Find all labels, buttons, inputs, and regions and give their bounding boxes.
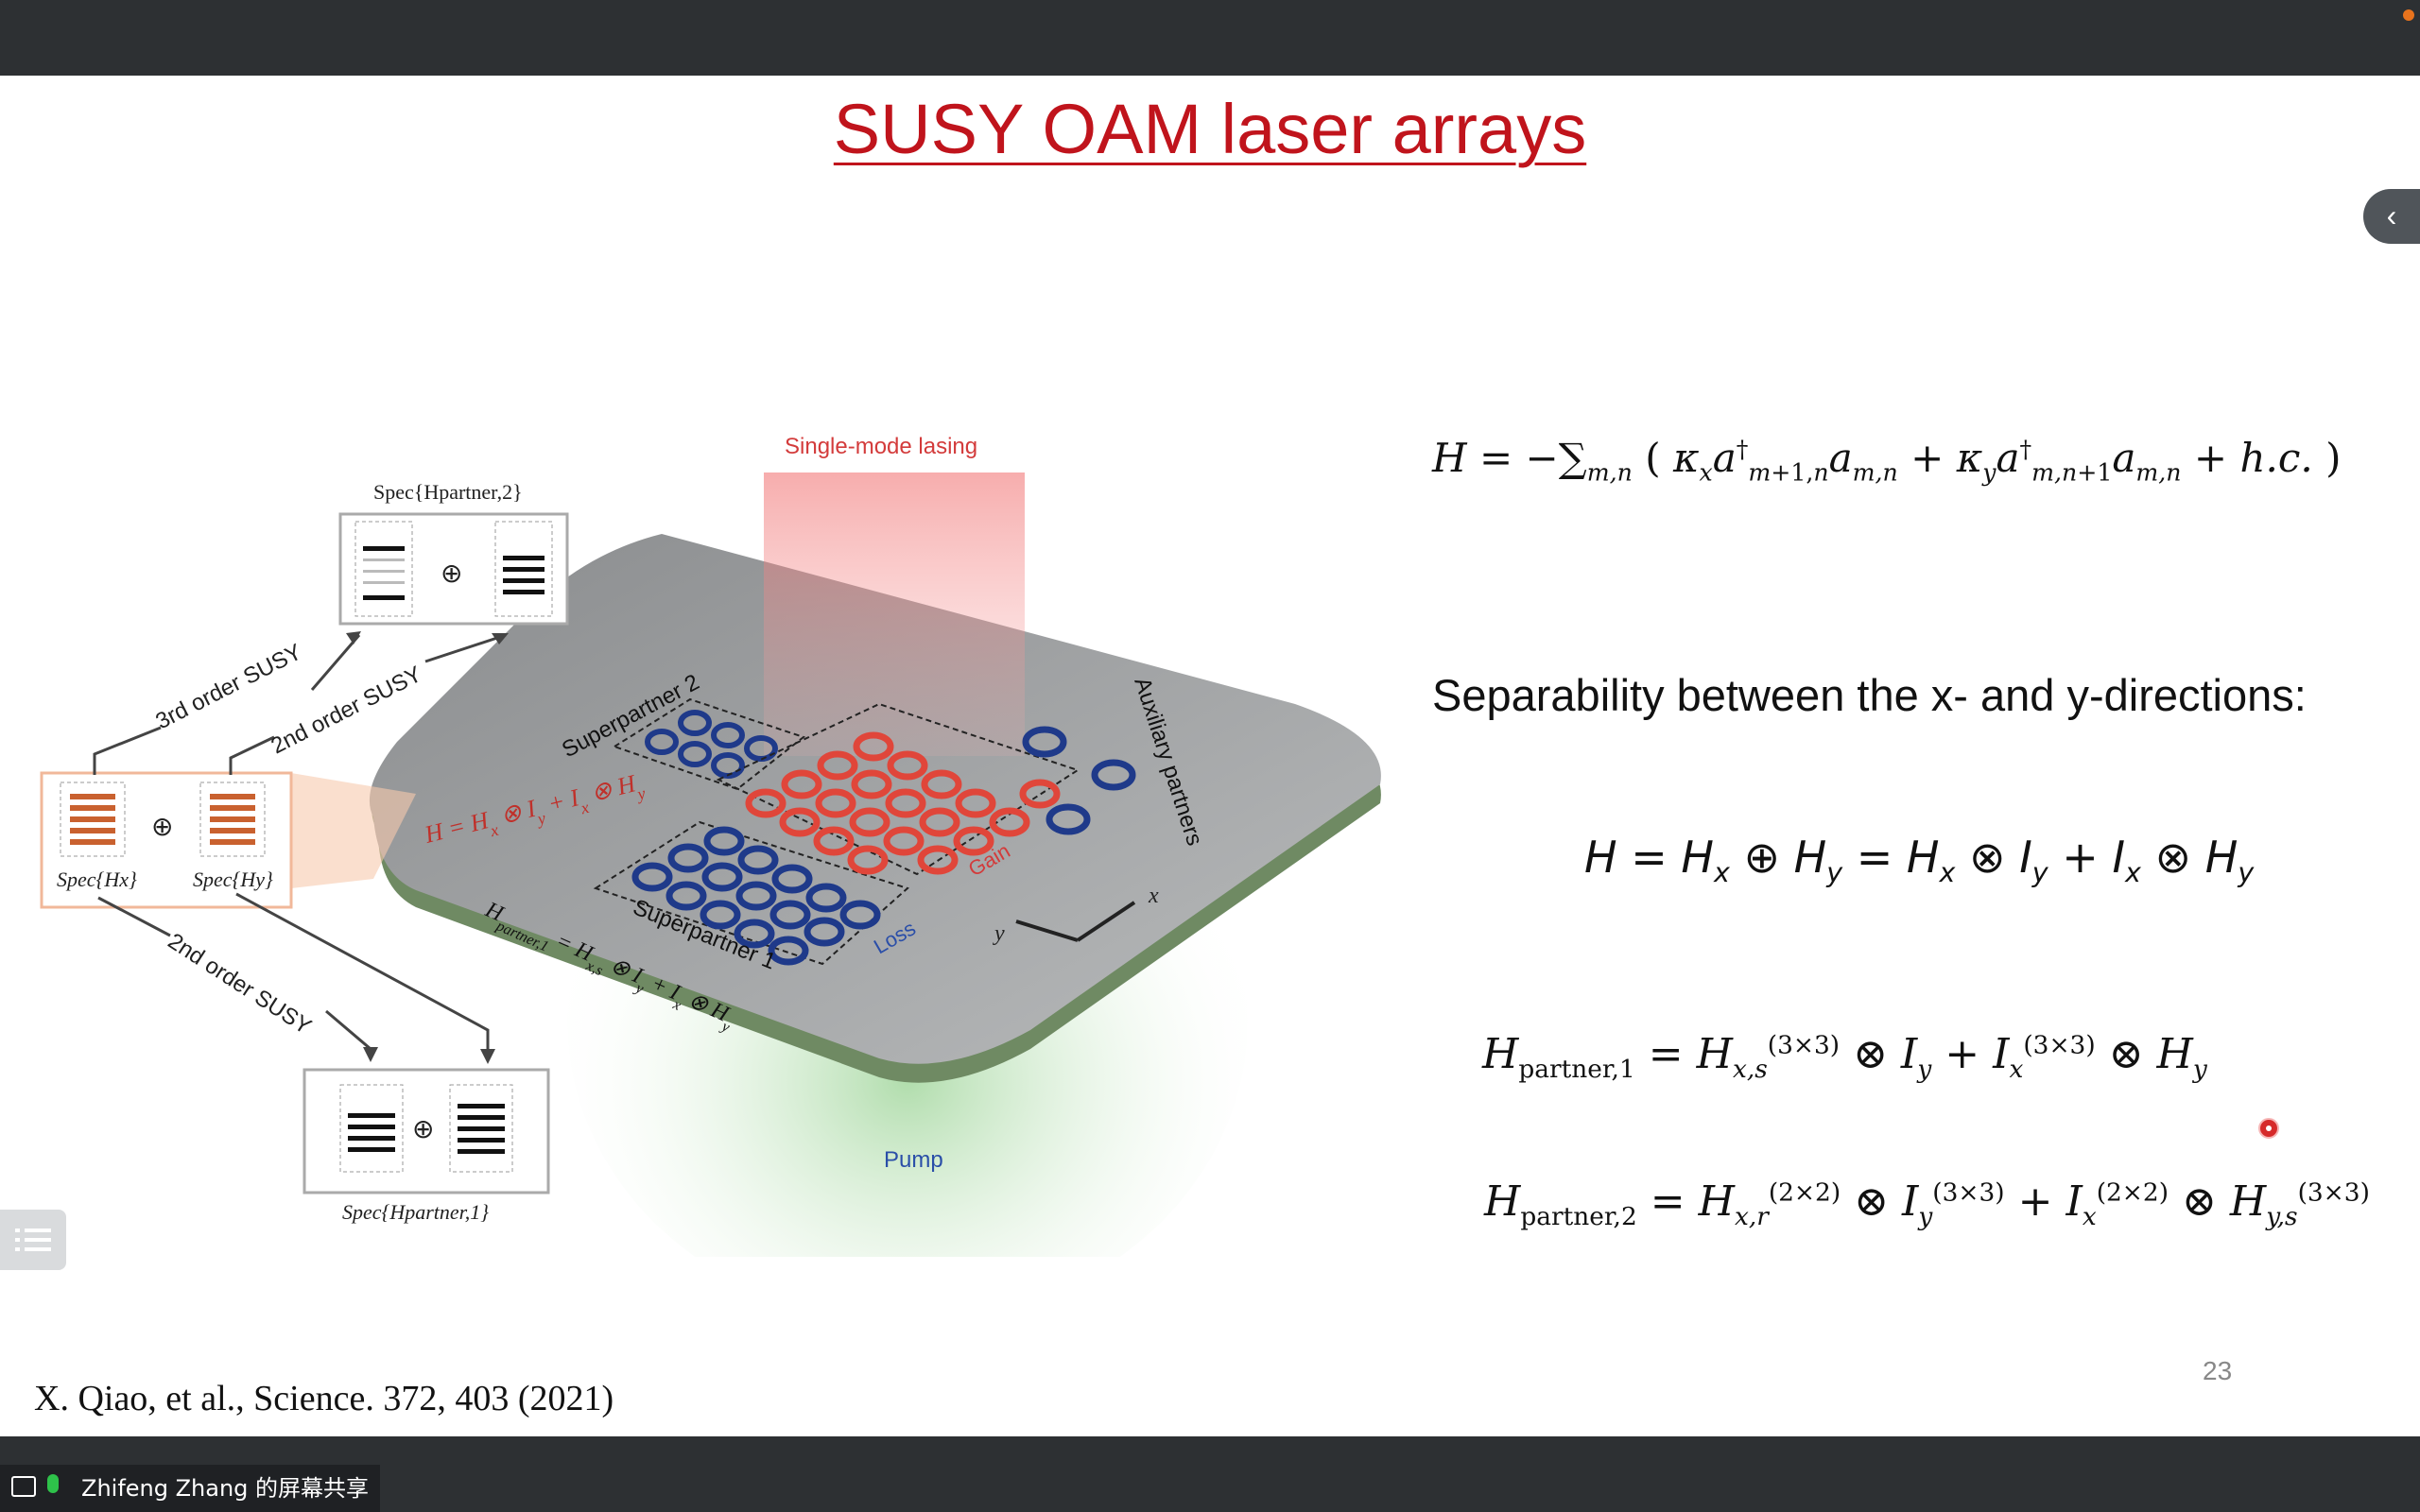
gain-region: [716, 702, 1080, 876]
zoom-cone: [291, 773, 416, 888]
recording-indicator-icon: [2403, 9, 2414, 21]
oplus-symbol: ⊕: [412, 1113, 434, 1144]
screen-share-label[interactable]: Zhifeng Zhang 的屏幕共享: [0, 1465, 381, 1512]
microphone-icon: [47, 1474, 59, 1493]
auxiliary-rings: [1022, 726, 1136, 835]
slide-list-button[interactable]: [0, 1210, 66, 1270]
spec-hx-hy-box: ⊕ Spec{Hx} Spec{Hy}: [40, 771, 293, 909]
pump-label: Pump: [884, 1147, 943, 1173]
separability-text: Separability between the x- and y-direct…: [1432, 670, 2307, 720]
plate-surface: [369, 534, 1381, 1064]
spec-partner1-label: Spec{Hpartner,1}: [342, 1200, 489, 1224]
page-number: 23: [2203, 1356, 2233, 1385]
collapse-panel-button[interactable]: ‹: [2363, 189, 2420, 244]
susy-laser-array-figure: x y Single-mode lasing Pump Superpartner…: [40, 434, 1381, 1257]
h-partner2-equation: Hpartner,2 = Hx,r(2×2) ⊗ Iy(3×3) + Ix(2×…: [1484, 1177, 2370, 1231]
meeting-bottom-bar: [0, 1436, 2420, 1512]
oplus-symbol: ⊕: [151, 811, 173, 842]
single-mode-label: Single-mode lasing: [785, 434, 977, 459]
spec-hy-label: Spec{Hy}: [193, 868, 273, 891]
superpartner1-region: [593, 820, 909, 966]
superpartner2-region: [612, 697, 806, 791]
laser-pointer: [2258, 1118, 2279, 1139]
superpartner1-rings: [631, 826, 881, 966]
spec-hx-label: Spec{Hx}: [57, 868, 137, 891]
arrow-heads: [346, 631, 509, 1064]
spec-partner2-box: ⊕ Spec{Hpartner,2}: [338, 480, 569, 626]
axis-x-label: x: [1148, 884, 1159, 908]
oplus-symbol: ⊕: [441, 558, 462, 589]
h-partner1-equation: Hpartner,1 = Hx,s(3×3) ⊗ Iy + Ix(3×3) ⊗ …: [1482, 1030, 2207, 1084]
meeting-top-bar: [0, 0, 2420, 76]
gain-rings: [745, 731, 1061, 875]
citation: X. Qiao, et al., Science. 372, 403 (2021…: [34, 1379, 614, 1418]
hamiltonian-equation: H = −∑m,n ( κxa†m+1,nam,n + κya†m,n+1am,…: [1432, 435, 2342, 487]
screen-share-icon: [11, 1476, 36, 1497]
spec-partner2-label: Spec{Hpartner,2}: [373, 480, 523, 504]
presentation-slide: SUSY OAM laser arrays ‹: [0, 76, 2420, 1436]
axes-icon: [1015, 901, 1136, 942]
lasing-beam: [764, 472, 1025, 756]
list-icon: [15, 1228, 51, 1251]
spec-partner1-box: ⊕ Spec{Hpartner,1}: [302, 1068, 550, 1224]
third-order-susy-label: 3rd order SUSY: [151, 639, 305, 734]
slide-title: SUSY OAM laser arrays: [833, 90, 1587, 168]
hamiltonian-sum-equation: H = Hx ⊕ Hy = Hx ⊗ Iy + Ix ⊗ Hy: [1584, 832, 2255, 889]
axis-y-label: y: [993, 921, 1005, 946]
second-order-susy-bottom-label: 2nd order SUSY: [164, 928, 316, 1040]
